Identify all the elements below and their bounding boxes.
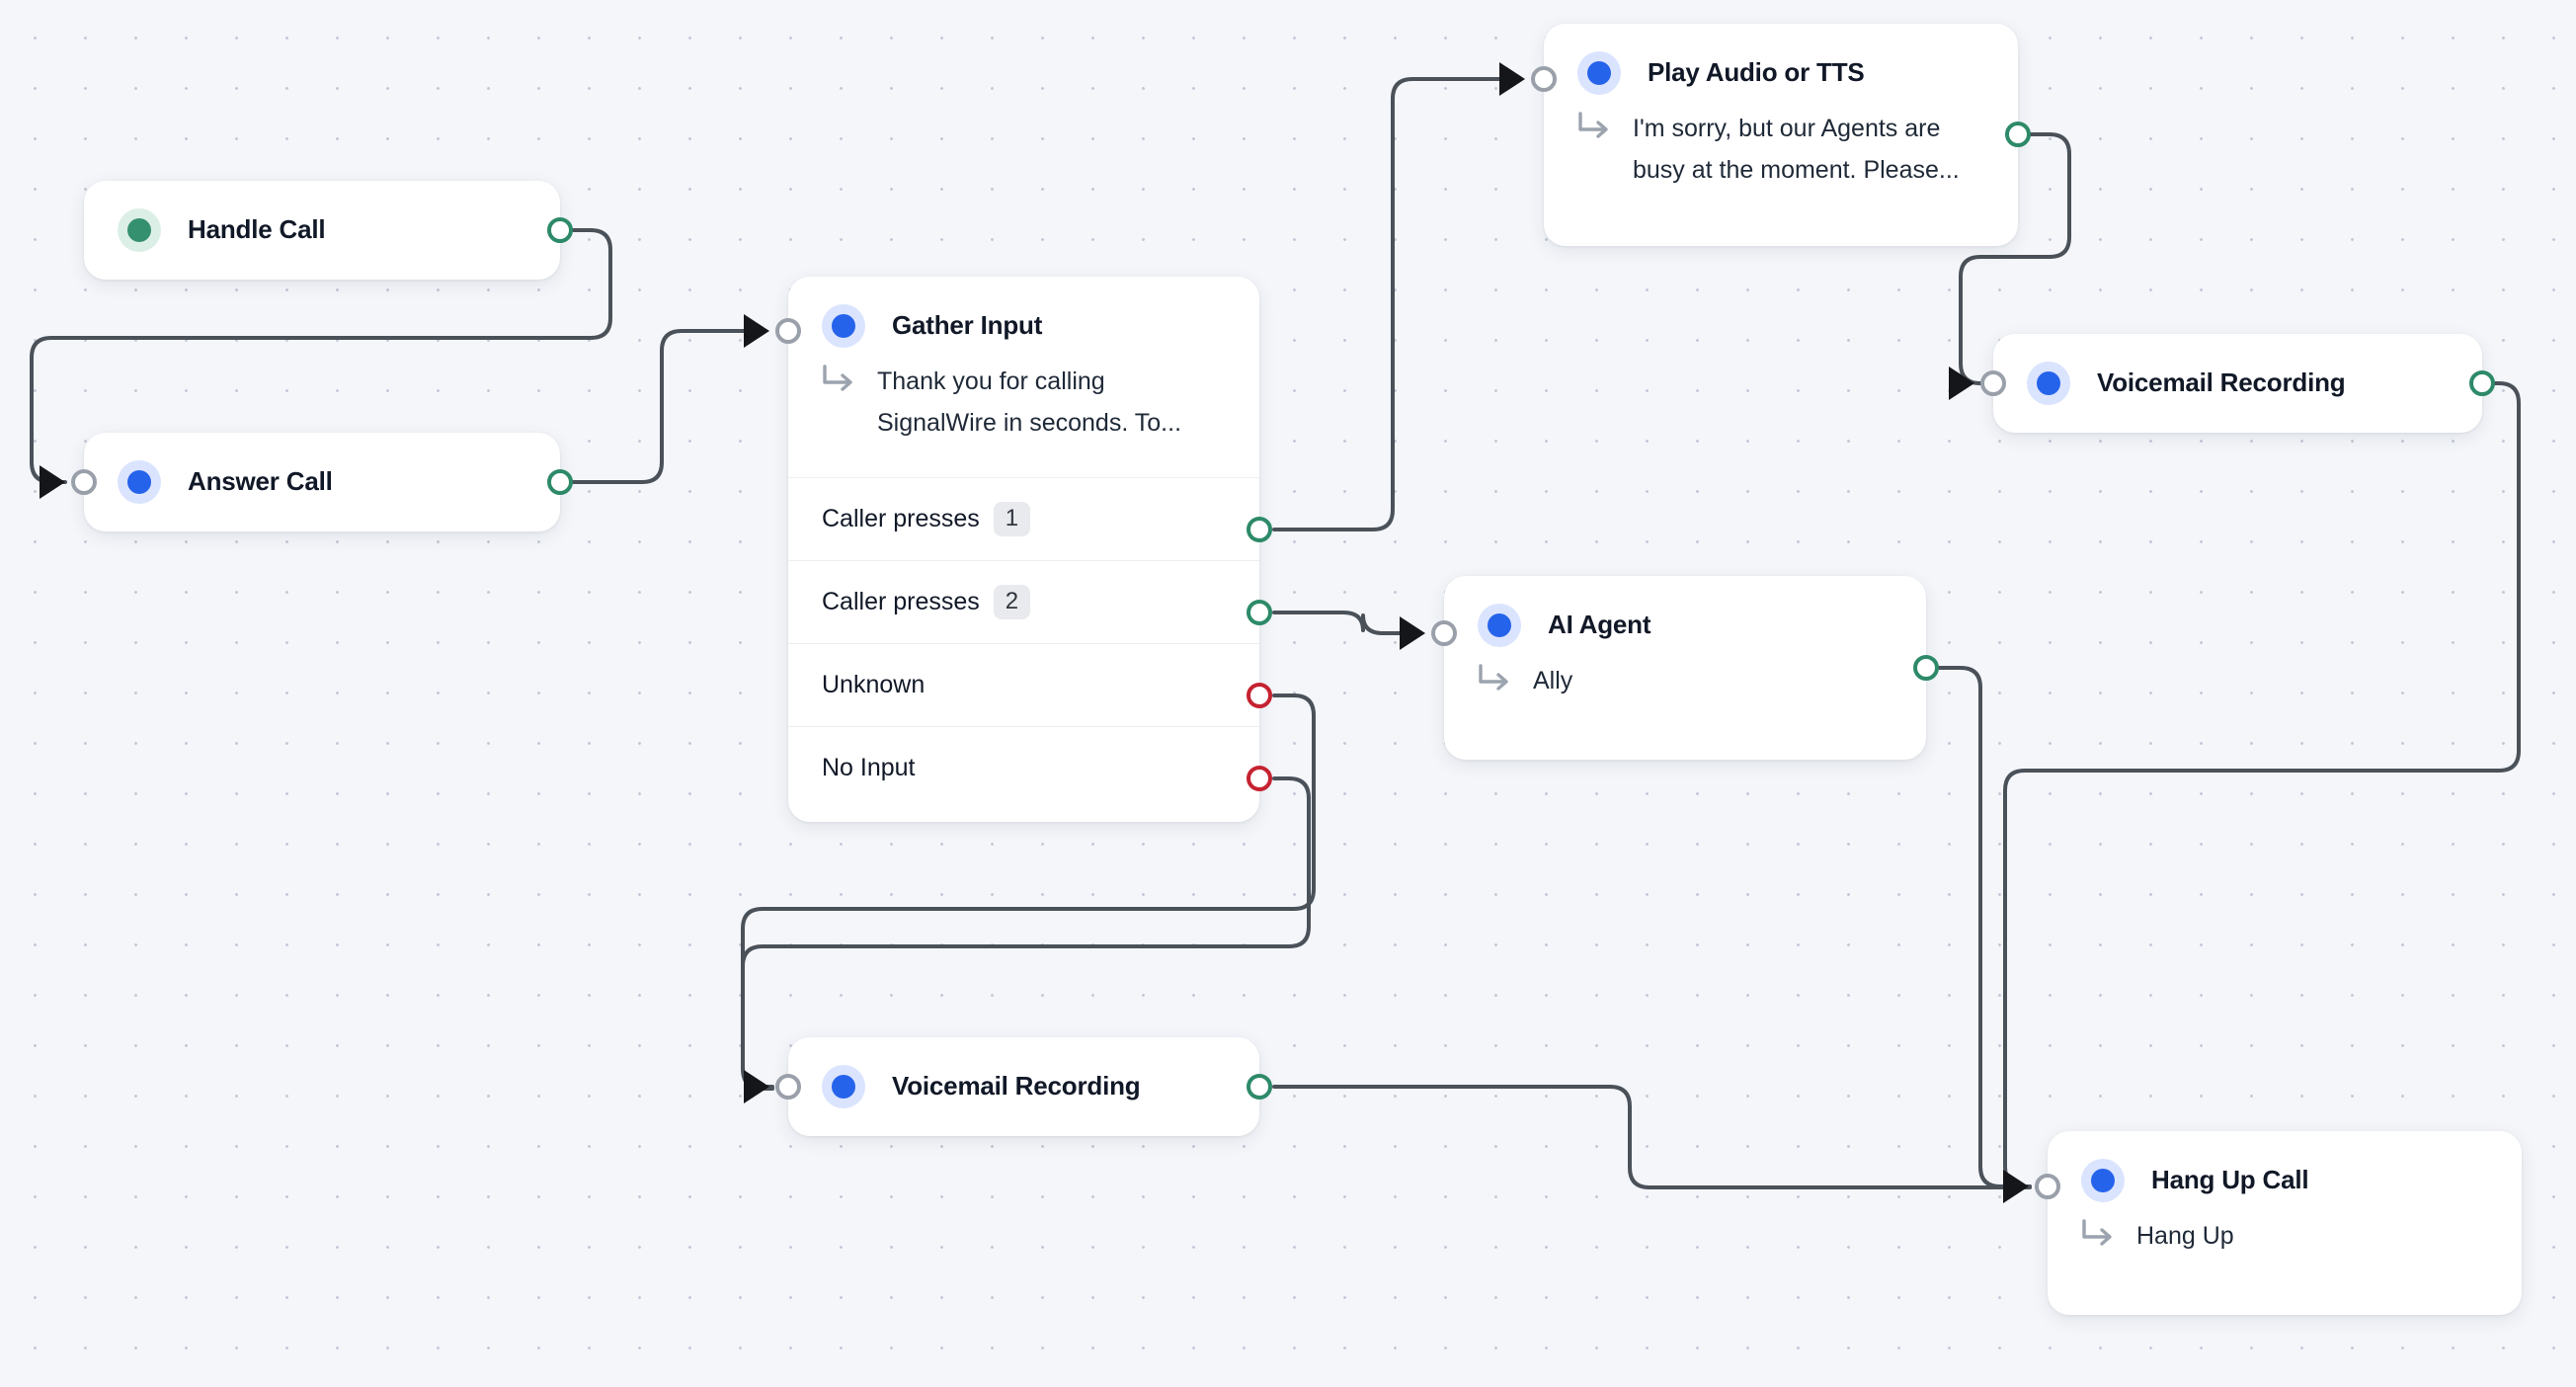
node-answer-call-header: Answer Call — [84, 433, 560, 530]
node-hang-up-call-subtitle: Hang Up — [2136, 1222, 2234, 1250]
node-ai-agent[interactable]: AI Agent Ally — [1444, 576, 1926, 760]
option-row-no-input[interactable]: No Input — [788, 726, 1259, 809]
node-status-dot-icon — [2081, 1158, 2125, 1202]
option-row-caller-presses-2[interactable]: Caller presses 2 — [788, 560, 1259, 643]
subtitle-corner-arrow-icon — [823, 365, 852, 391]
node-hang-up-call-title: Hang Up Call — [2151, 1165, 2309, 1194]
node-ai-agent-subtitle: Ally — [1533, 667, 1573, 694]
subtitle-corner-arrow-icon — [1578, 112, 1608, 138]
node-answer-call-title: Answer Call — [188, 466, 333, 496]
option-row-caller-presses-1[interactable]: Caller presses 1 — [788, 477, 1259, 560]
handle-source-voicemail-recording-top[interactable] — [2469, 370, 2495, 396]
option-badge: 1 — [993, 502, 1031, 536]
node-play-audio-or-tts-subtitle: I'm sorry, but our Agents are busy at th… — [1633, 115, 1960, 184]
node-answer-call[interactable]: Answer Call — [84, 433, 560, 531]
node-status-dot-icon — [1577, 50, 1621, 95]
handle-source-handle-call[interactable] — [547, 217, 573, 243]
handle-target-gather-input[interactable] — [775, 318, 801, 344]
edge-voicemail-top-to-hang-up — [2003, 381, 2521, 1188]
node-handle-call-header: Handle Call — [84, 181, 560, 279]
node-hang-up-call[interactable]: Hang Up Call Hang Up — [2048, 1131, 2522, 1315]
node-ai-agent-title: AI Agent — [1548, 610, 1651, 639]
node-play-audio-or-tts[interactable]: Play Audio or TTS I'm sorry, but our Age… — [1544, 24, 2018, 246]
node-voicemail-recording-top[interactable]: Voicemail Recording — [1993, 334, 2482, 433]
subtitle-corner-arrow-icon — [2082, 1219, 2112, 1246]
node-status-dot-icon — [822, 1064, 865, 1108]
node-play-audio-or-tts-header: Play Audio or TTS — [1544, 24, 2018, 122]
option-badge: 2 — [993, 585, 1031, 619]
edge-gather-1-to-play-audio — [1272, 77, 1511, 531]
node-handle-call[interactable]: Handle Call — [84, 181, 560, 280]
arrow-head-play-audio — [1499, 62, 1525, 96]
arrow-head-voicemail-top — [1949, 367, 1974, 400]
node-gather-input-header: Gather Input — [788, 277, 1259, 374]
node-gather-input-title: Gather Input — [892, 310, 1043, 340]
handle-target-answer-call[interactable] — [71, 469, 97, 495]
node-ai-agent-header: AI Agent — [1444, 576, 1926, 674]
node-gather-input-subtitle-row: Thank you for calling SignalWire in seco… — [788, 361, 1259, 477]
node-ai-agent-subtitle-row: Ally — [1444, 660, 1926, 735]
node-gather-input[interactable]: Gather Input Thank you for calling Signa… — [788, 277, 1259, 822]
node-status-dot-icon — [118, 459, 161, 504]
handle-target-voicemail-recording-top[interactable] — [1980, 370, 2006, 396]
handle-source-caller-presses-1[interactable] — [1247, 517, 1272, 542]
subtitle-corner-arrow-icon — [1479, 664, 1508, 691]
option-label: No Input — [822, 754, 916, 781]
handle-source-caller-presses-2[interactable] — [1247, 600, 1272, 625]
arrow-head-hang-up-call — [2003, 1170, 2029, 1203]
arrow-head-voicemail-bottom — [744, 1070, 769, 1103]
edge-voicemail-bottom-to-hang-up — [1272, 1085, 2032, 1189]
node-voicemail-recording-top-header: Voicemail Recording — [1993, 334, 2482, 432]
handle-target-voicemail-recording-bottom[interactable] — [775, 1074, 801, 1100]
handle-source-unknown[interactable] — [1247, 683, 1272, 708]
edge-answer-call-to-gather-input — [558, 329, 761, 484]
handle-target-hang-up-call[interactable] — [2035, 1174, 2060, 1199]
handle-source-play-audio-or-tts[interactable] — [2005, 122, 2031, 147]
arrow-head-gather-input — [744, 314, 769, 348]
option-label: Caller presses — [822, 588, 980, 615]
handle-source-voicemail-recording-bottom[interactable] — [1247, 1074, 1272, 1100]
option-label: Unknown — [822, 671, 926, 698]
node-voicemail-recording-bottom-header: Voicemail Recording — [788, 1037, 1259, 1135]
edge-gather-2-to-ai-agent — [1272, 611, 1416, 635]
node-play-audio-or-tts-title: Play Audio or TTS — [1648, 57, 1865, 87]
node-voicemail-recording-bottom[interactable]: Voicemail Recording — [788, 1037, 1259, 1136]
node-voicemail-recording-top-title: Voicemail Recording — [2097, 367, 2346, 397]
node-hang-up-call-subtitle-row: Hang Up — [2048, 1215, 2522, 1290]
handle-target-ai-agent[interactable] — [1431, 620, 1457, 646]
arrow-head-ai-agent — [1400, 616, 1425, 650]
handle-source-no-input[interactable] — [1247, 766, 1272, 791]
node-play-audio-or-tts-subtitle-row: I'm sorry, but our Agents are busy at th… — [1544, 108, 2018, 224]
node-status-dot-icon — [1478, 603, 1521, 647]
node-status-dot-icon — [2027, 361, 2070, 405]
option-row-unknown[interactable]: Unknown — [788, 643, 1259, 726]
node-status-dot-icon — [822, 303, 865, 348]
option-label: Caller presses — [822, 505, 980, 532]
edge-ai-agent-to-hang-up — [1924, 666, 2032, 1188]
handle-source-ai-agent[interactable] — [1913, 655, 1939, 681]
node-voicemail-recording-bottom-title: Voicemail Recording — [892, 1071, 1141, 1101]
handle-source-answer-call[interactable] — [547, 469, 573, 495]
node-handle-call-title: Handle Call — [188, 214, 326, 244]
handle-target-play-audio-or-tts[interactable] — [1531, 66, 1557, 92]
node-status-dot-icon — [118, 207, 161, 252]
node-gather-input-subtitle: Thank you for calling SignalWire in seco… — [877, 367, 1182, 437]
arrow-head-answer-call — [40, 465, 65, 499]
